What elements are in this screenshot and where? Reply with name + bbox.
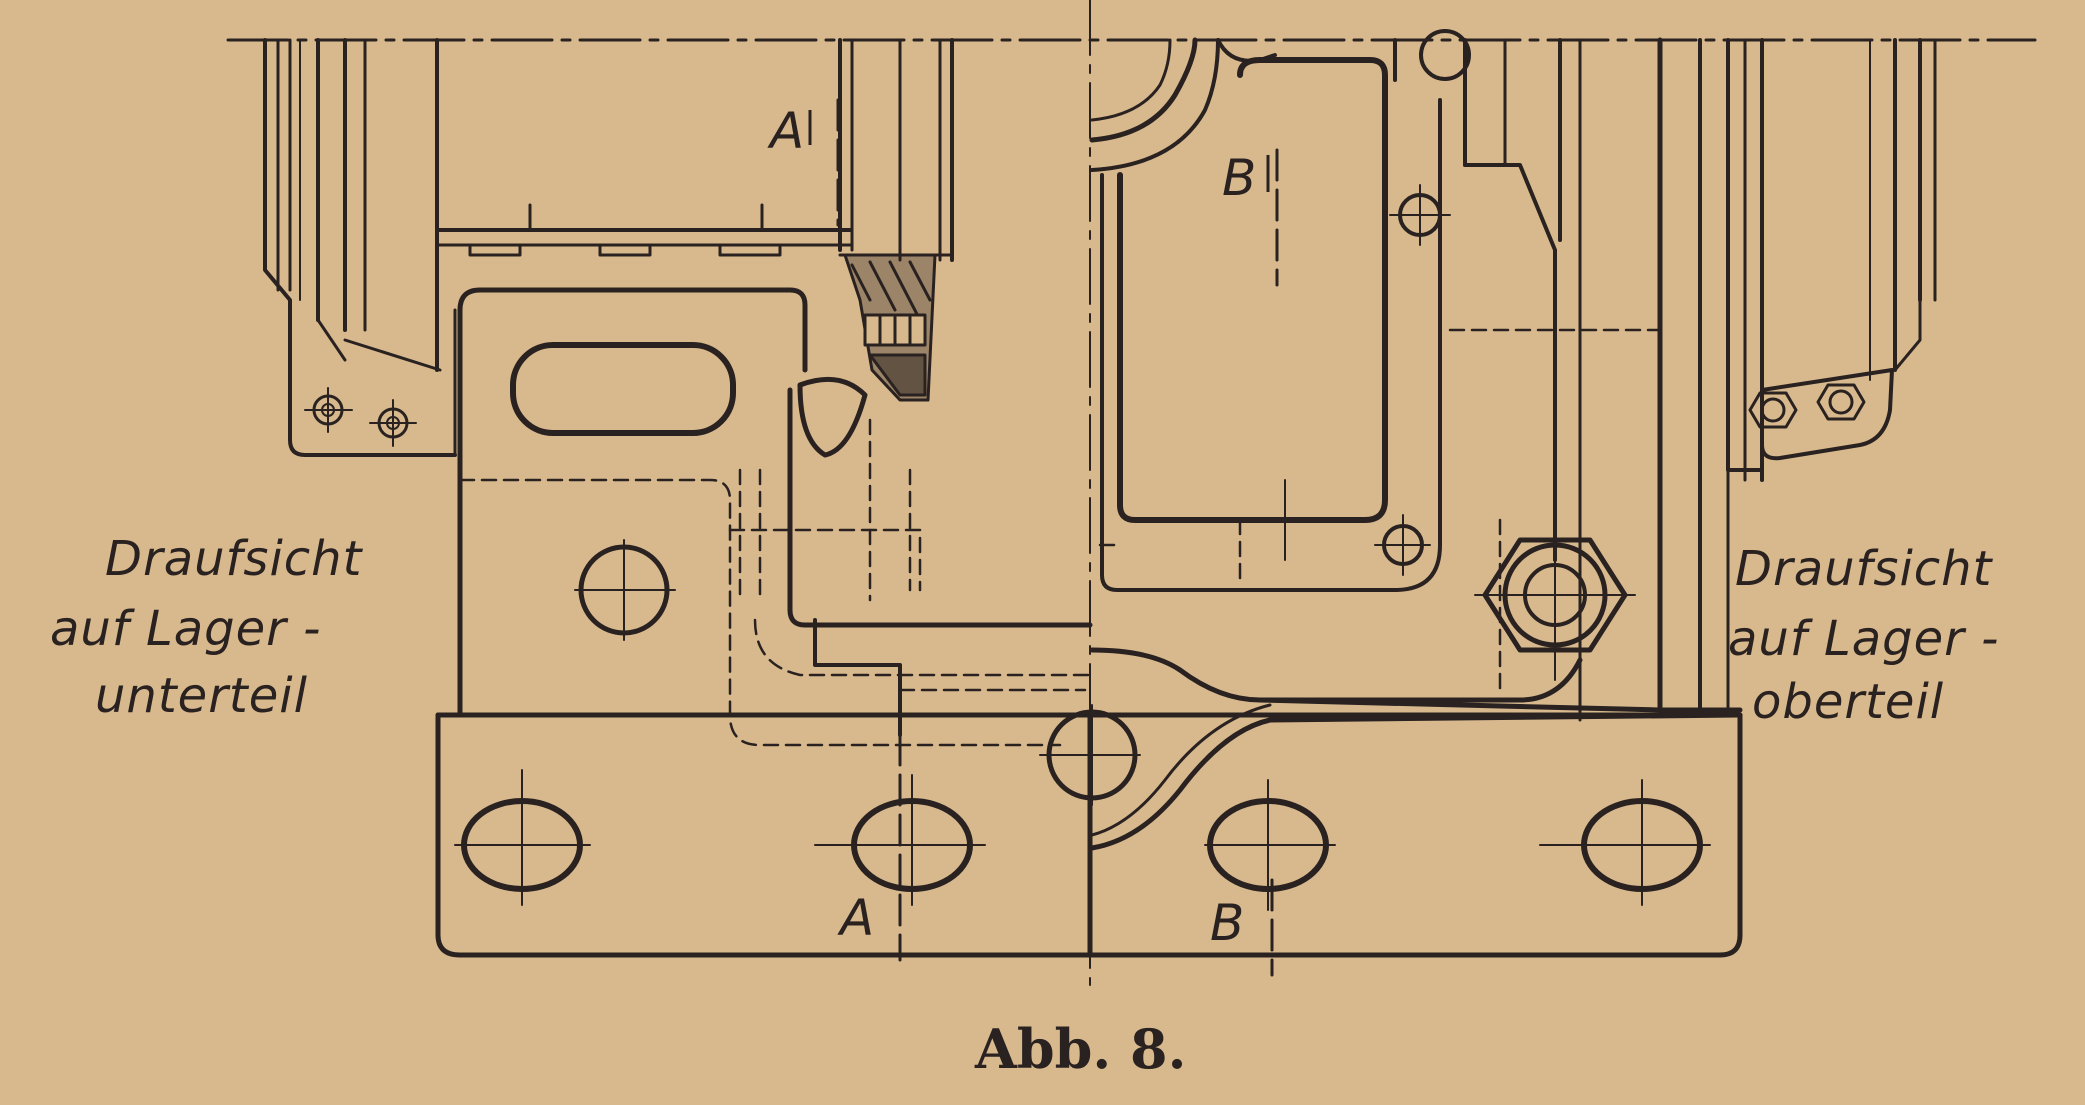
right-label: Draufsicht auf Lager - oberteil (1728, 541, 1999, 730)
right-half-upper-bearing (1089, 29, 1937, 977)
section-mark-a-bottom: A (837, 889, 874, 947)
left-label-line-2: auf Lager - (50, 601, 321, 657)
mounting-slots (461, 798, 1703, 892)
right-label-line-2: auf Lager - (1728, 611, 1999, 667)
left-label-line-1: Draufsicht (105, 531, 364, 587)
section-mark-a-top: A (767, 102, 804, 160)
left-half-lower-bearing (263, 38, 1093, 962)
right-label-line-1: Draufsicht (1735, 541, 1994, 597)
left-label-line-3: unterteil (95, 668, 308, 724)
section-mark-b-top: B (1222, 149, 1256, 207)
base-plate (435, 704, 1743, 958)
left-label: Draufsicht auf Lager - unterteil (50, 531, 364, 724)
section-mark-b-bottom: B (1210, 894, 1244, 952)
figure-caption: Abb. 8. (974, 1017, 1186, 1081)
right-label-line-3: oberteil (1752, 674, 1944, 730)
